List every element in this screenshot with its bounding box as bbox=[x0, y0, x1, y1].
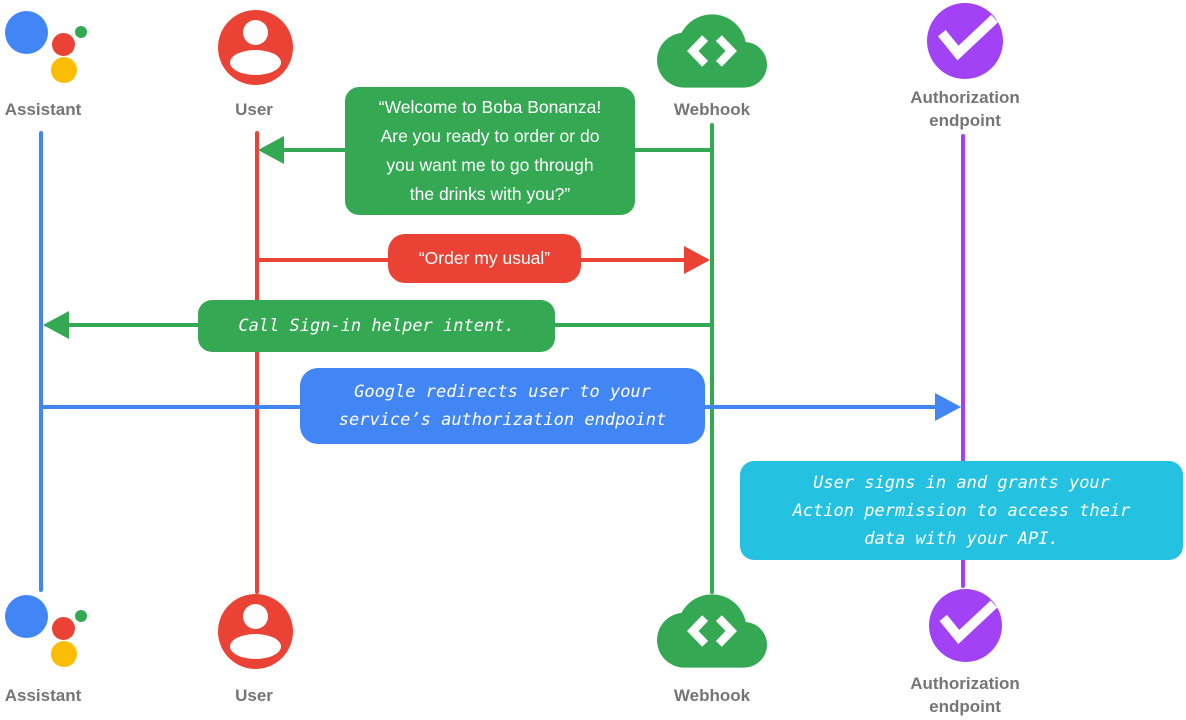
cloud-code-icon bbox=[657, 14, 767, 88]
bubble-line: Action permission to access their bbox=[792, 500, 1131, 521]
order-message-arrowhead bbox=[684, 246, 710, 274]
authorization-label-line1: Authorization bbox=[910, 88, 1020, 107]
authorization-endpoint-label-bottom: Authorization endpoint bbox=[905, 672, 1025, 718]
signin-intent-arrowhead bbox=[43, 311, 69, 339]
assistant-logo-yellow-circle bbox=[51, 641, 77, 667]
redirect-bubble: Google redirects user to your service’s … bbox=[300, 368, 705, 444]
bubble-line: service’s authorization endpoint bbox=[338, 410, 667, 430]
assistant-icon bbox=[5, 11, 89, 84]
assistant-logo-blue-circle bbox=[5, 11, 48, 54]
user-icon-bottom bbox=[218, 594, 293, 669]
grant-note: User signs in and grants your Action per… bbox=[740, 461, 1183, 560]
webhook-label: Webhook bbox=[673, 100, 751, 119]
user-icon-head bbox=[243, 604, 268, 629]
bubble-line: data with your API. bbox=[864, 528, 1059, 549]
check-circle-icon bbox=[927, 3, 1003, 79]
user-label-bottom: User bbox=[235, 686, 273, 705]
assistant-logo-yellow-circle bbox=[51, 57, 77, 83]
bubble-line: Are you ready to order or do bbox=[380, 126, 600, 146]
user-lifeline bbox=[255, 131, 259, 594]
assistant-logo-blue-circle bbox=[5, 595, 48, 638]
bubble-line: Call Sign-in helper intent. bbox=[238, 316, 515, 336]
order-message-bubble: “Order my usual” bbox=[388, 234, 581, 283]
bubble-line: User signs in and grants your bbox=[813, 472, 1110, 493]
bubble-line: “Welcome to Boba Bonanza! bbox=[378, 97, 602, 117]
assistant-label: Assistant bbox=[4, 100, 82, 119]
assistant-icon-bottom bbox=[5, 595, 89, 668]
assistant-logo-red-circle bbox=[52, 617, 75, 640]
webhook-cloud-icon bbox=[657, 12, 767, 90]
webhook-label-bottom: Webhook bbox=[673, 686, 751, 705]
check-circle-icon bbox=[929, 589, 1002, 662]
bubble-line: “Order my usual” bbox=[418, 248, 551, 268]
bubble-line: Google redirects user to your bbox=[354, 382, 651, 402]
authorization-label-line1: Authorization bbox=[910, 674, 1020, 693]
authorization-endpoint-icon-bottom bbox=[929, 589, 1002, 662]
welcome-message-bubble: “Welcome to Boba Bonanza! Are you ready … bbox=[345, 87, 635, 215]
assistant-lifeline bbox=[39, 131, 43, 592]
authorization-endpoint-icon bbox=[927, 3, 1003, 79]
welcome-message-arrowhead bbox=[258, 136, 284, 164]
assistant-label-bottom: Assistant bbox=[4, 686, 82, 705]
bubble-line: the drinks with you?” bbox=[409, 184, 571, 204]
signin-intent-bubble: Call Sign-in helper intent. bbox=[198, 300, 555, 352]
user-icon bbox=[218, 10, 293, 85]
bubble-line: you want me to go through bbox=[386, 155, 594, 175]
user-icon-body bbox=[230, 634, 281, 659]
webhook-cloud-icon-bottom bbox=[657, 592, 767, 670]
authorization-label-line2: endpoint bbox=[929, 697, 1001, 716]
user-icon-body bbox=[230, 50, 281, 75]
user-icon-head bbox=[243, 20, 268, 45]
assistant-logo-green-dot bbox=[75, 26, 87, 38]
redirect-arrowhead bbox=[935, 393, 961, 421]
authorization-endpoint-label: Authorization endpoint bbox=[905, 86, 1025, 132]
assistant-logo-green-dot bbox=[75, 610, 87, 622]
authorization-endpoint-lifeline bbox=[961, 134, 965, 588]
authorization-label-line2: endpoint bbox=[929, 111, 1001, 130]
assistant-logo-red-circle bbox=[52, 33, 75, 56]
user-label: User bbox=[235, 100, 273, 119]
webhook-lifeline bbox=[710, 123, 714, 594]
cloud-code-icon bbox=[657, 594, 767, 668]
